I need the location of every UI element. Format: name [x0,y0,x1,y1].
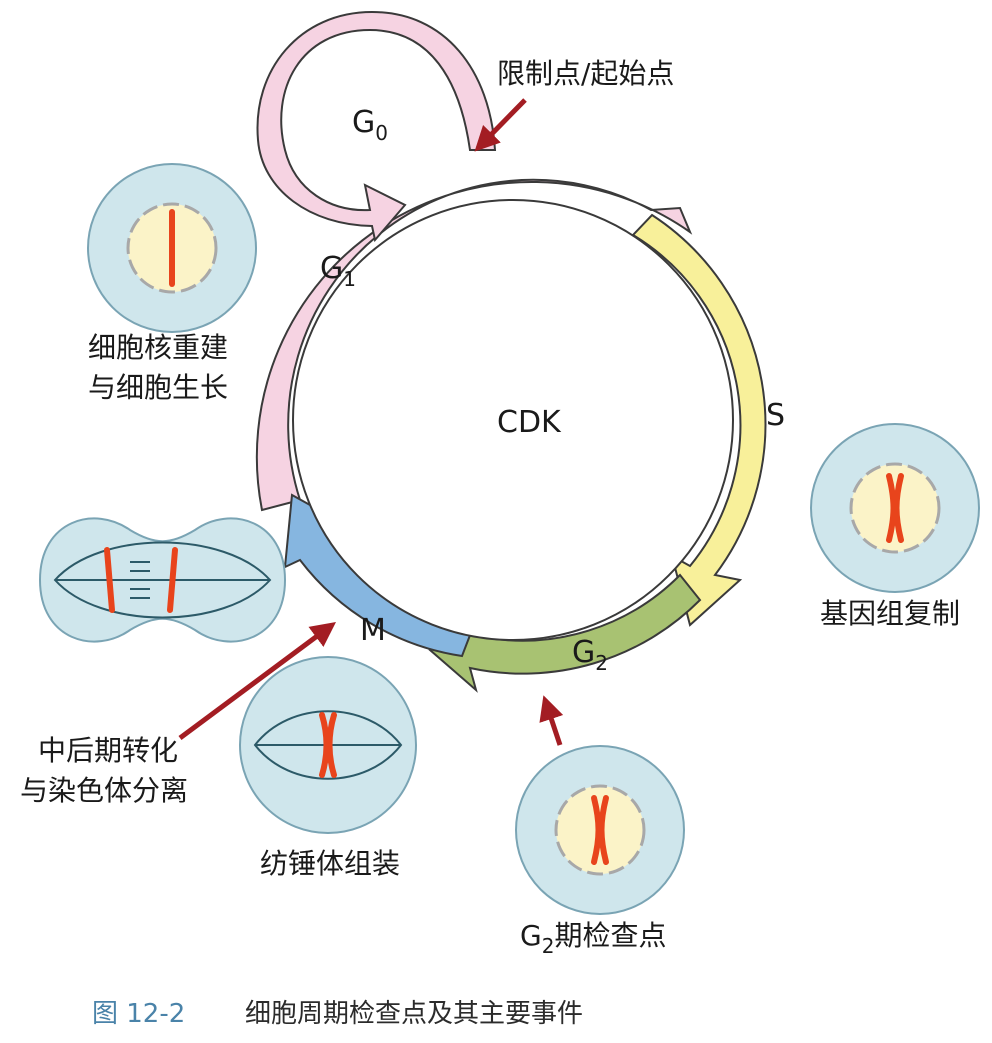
s-phase-cell-icon [810,423,980,593]
g2-checkpoint-label: G2期检查点 [520,919,666,958]
cdk-label: CDK [497,405,562,440]
spindle-cell-icon [239,656,417,834]
annotation-labels: 限制点/起始点 细胞核重建 与细胞生长 基因组复制 中后期转化 与染色体分离 纺… [20,57,960,958]
metaphase-anaphase-label-line2: 与染色体分离 [20,774,188,807]
g2-cell-icon [515,745,685,915]
anaphase-cell-icon [38,517,287,643]
figure-caption: 图 12-2 细胞周期检查点及其主要事件 [92,999,583,1029]
s-ring [631,213,767,627]
interphase-cell-icon [87,163,257,333]
g0-loop [256,10,497,243]
metaphase-anaphase-label-line1: 中后期转化 [38,734,178,767]
spindle-assembly-label: 纺锤体组装 [260,847,400,880]
nuclear-rebuild-label-line2: 与细胞生长 [88,371,228,404]
s-label: S [766,398,785,433]
nuclear-rebuild-label-line1: 细胞核重建 [88,331,228,364]
restriction-point-arrow [474,98,527,152]
cycle-ring [255,178,767,693]
figure-number: 图 12-2 [92,999,185,1029]
phase-labels: G0 G1 S G2 M CDK [320,105,785,675]
metaphase-anaphase-arrow [178,622,337,741]
g2-label: G2 [572,635,608,675]
genome-replication-label: 基因组复制 [820,597,960,630]
m-label: M [360,613,386,648]
checkpoint-arrows [178,98,564,746]
g1-segment [255,178,693,512]
g2-checkpoint-arrow [539,695,564,746]
restriction-point-label: 限制点/起始点 [497,57,674,90]
g0-label: G0 [352,105,388,145]
g1-label: G1 [320,251,356,291]
figure-title: 细胞周期检查点及其主要事件 [245,999,583,1029]
